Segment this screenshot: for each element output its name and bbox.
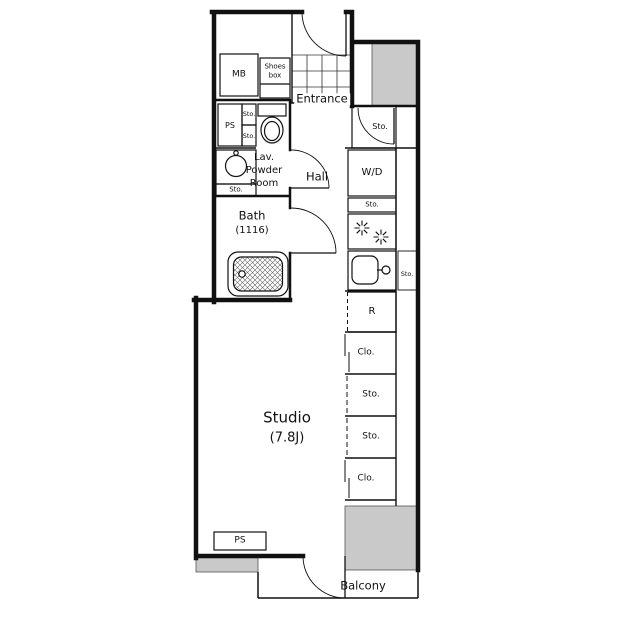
label-shoes-box-line2: box [268, 71, 282, 80]
label-refrigerator: R [368, 306, 376, 317]
label-pipe-shaft-top: PS [225, 121, 235, 130]
shoes-box-outline [259, 57, 291, 99]
entrance-storage-outline [351, 105, 397, 149]
laundry-storage-outline [347, 197, 397, 213]
label-hall-storage-2: Sto. [362, 431, 380, 442]
label-entrance-storage: Sto. [372, 122, 388, 131]
label-lavatory-line3: Room [249, 178, 279, 189]
structural-walls [191, 9, 421, 573]
label-meter-box: MB [232, 69, 246, 80]
vanity-storage-outline [215, 183, 257, 197]
refrigerator-outline [347, 291, 397, 333]
label-closet-bottom: Clo. [357, 473, 375, 484]
label-studio: Studio [263, 408, 311, 427]
label-pipe-shaft-bottom: PS [234, 535, 246, 546]
fixtures [213, 53, 418, 551]
label-toilet-storage-upper: Sto. [242, 109, 256, 118]
label-studio-size: (7.8J) [269, 430, 305, 446]
closet-fronts [344, 334, 350, 498]
washer-dryer-outline [347, 149, 397, 197]
label-washer-dryer: W/D [361, 167, 383, 178]
door-arc-entrance-storage [357, 107, 395, 145]
bathtub-fixture [227, 251, 289, 297]
label-vanity-storage: Sto. [229, 185, 243, 194]
meter-box-outline [219, 53, 259, 97]
label-closet-top: Clo. [357, 347, 375, 358]
kitchen-sink-fixture [347, 250, 397, 291]
label-hall-storage-1: Sto. [362, 389, 380, 400]
label-laundry-storage: Sto. [365, 200, 379, 209]
pipe-shaft-bottom-outline [213, 531, 267, 551]
label-balcony: Balcony [340, 578, 386, 593]
label-shoes-box-line1: Shoes [264, 62, 286, 71]
label-kitchen-side-storage: Sto. [400, 269, 414, 278]
ledge-bottom-left [195, 555, 259, 573]
toilet-storage-lower-outline [241, 124, 257, 147]
stove-burner-icons [354, 220, 389, 245]
toilet-fixture [257, 103, 287, 144]
label-lavatory-line2: Powder [245, 165, 283, 176]
door-arc-entry [301, 11, 347, 57]
label-hall: Hall [305, 169, 329, 184]
entrance-tile-grid [292, 54, 352, 103]
balcony-outline [257, 570, 419, 599]
pillar-bottom-right [344, 505, 419, 571]
stove-outline [347, 213, 397, 250]
label-lavatory-line1: Lav. [253, 152, 275, 163]
kitchen-side-storage-outline [397, 250, 418, 291]
door-arc-powder-room [290, 149, 330, 189]
label-toilet-storage-lower: Sto. [242, 131, 256, 140]
label-bath: Bath [238, 208, 266, 223]
door-arc-bath [290, 207, 337, 254]
door-arc-balcony [302, 555, 346, 599]
label-bath-size: (1116) [235, 225, 269, 236]
label-entrance: Entrance [294, 91, 350, 106]
pillar-top-right [371, 41, 419, 107]
door-swings [290, 11, 395, 599]
